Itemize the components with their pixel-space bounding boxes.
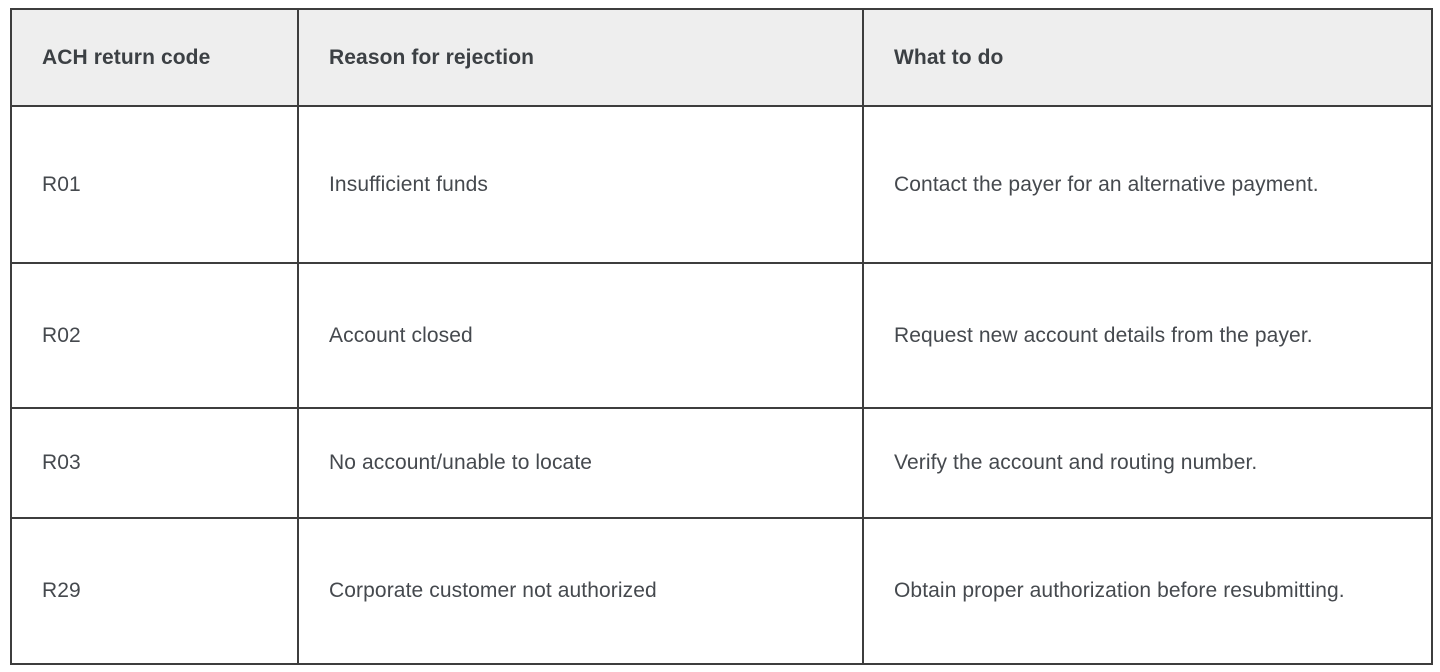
header-ach-return-code: ACH return code: [10, 8, 299, 107]
ach-return-codes-table: ACH return code Reason for rejection Wha…: [10, 8, 1433, 665]
cell-reason: Account closed: [297, 262, 864, 409]
cell-return-code: R03: [10, 407, 299, 519]
cell-reason: Insufficient funds: [297, 105, 864, 264]
table-row: R02 Account closed Request new account d…: [10, 262, 1433, 409]
cell-reason: No account/unable to locate: [297, 407, 864, 519]
cell-return-code: R02: [10, 262, 299, 409]
table-row: R01 Insufficient funds Contact the payer…: [10, 105, 1433, 264]
cell-action: Contact the payer for an alternative pay…: [862, 105, 1433, 264]
header-what-to-do: What to do: [862, 8, 1433, 107]
cell-action: Verify the account and routing number.: [862, 407, 1433, 519]
table-header-row: ACH return code Reason for rejection Wha…: [10, 8, 1433, 107]
table-row: R03 No account/unable to locate Verify t…: [10, 407, 1433, 519]
cell-return-code: R29: [10, 517, 299, 665]
header-reason-for-rejection: Reason for rejection: [297, 8, 864, 107]
table-row: R29 Corporate customer not authorized Ob…: [10, 517, 1433, 665]
cell-action: Obtain proper authorization before resub…: [862, 517, 1433, 665]
cell-return-code: R01: [10, 105, 299, 264]
cell-reason: Corporate customer not authorized: [297, 517, 864, 665]
cell-action: Request new account details from the pay…: [862, 262, 1433, 409]
